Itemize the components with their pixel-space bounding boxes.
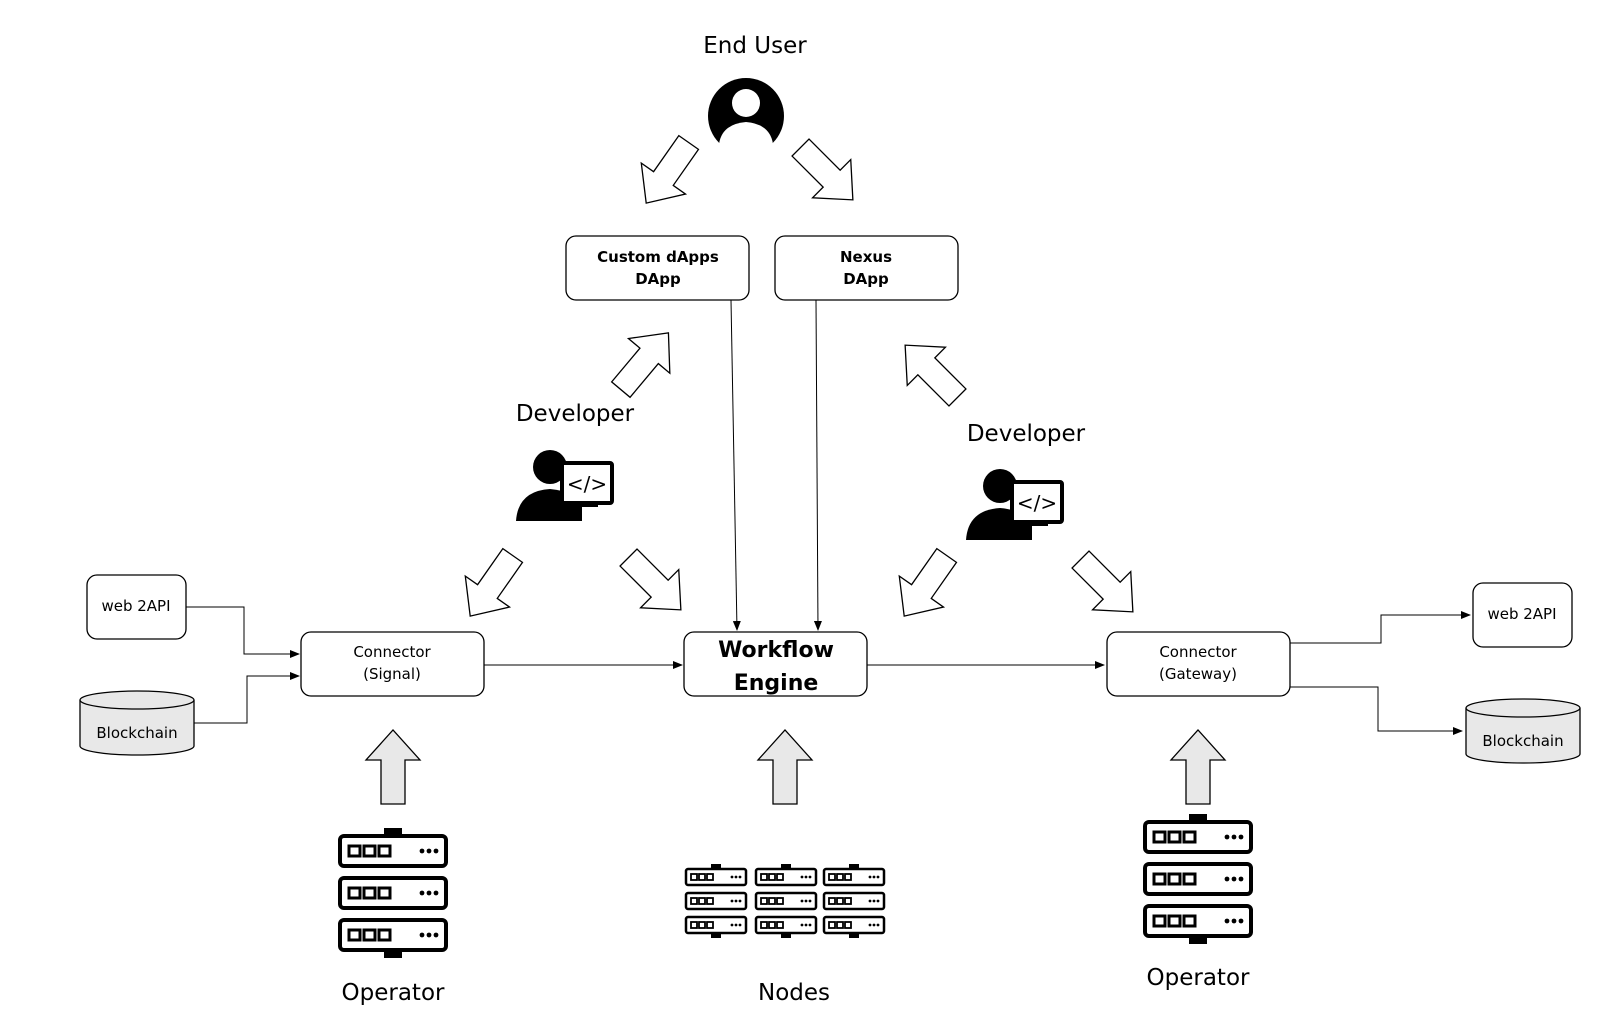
connector-gateway-subtitle: (Gateway)	[1159, 665, 1237, 683]
operator-left-label: Operator	[342, 980, 445, 1006]
connector-gateway-box: Connector (Gateway)	[1106, 631, 1291, 697]
connector-signal-subtitle: (Signal)	[363, 665, 421, 683]
end-user-label: End User	[703, 33, 807, 59]
line-nexus-to-workflow	[813, 299, 822, 631]
web2api-right-label: web 2API	[1487, 605, 1556, 623]
arrow-enduser-to-nexus-icon	[780, 127, 873, 220]
operator-left-server-icon	[340, 828, 446, 958]
arrow-operator-left-up-icon	[365, 729, 421, 805]
arrow-devleft-to-custom-dapps-icon	[599, 314, 690, 408]
developer-left-code-glyph: </>	[567, 472, 607, 496]
web2api-left-box: web 2API	[86, 574, 187, 640]
workflow-engine-box: Workflow Engine	[683, 631, 868, 697]
custom-dapps-box: Custom dApps DApp	[565, 235, 750, 301]
nodes-servers-icon	[686, 864, 884, 938]
web2api-left-label: web 2API	[101, 597, 170, 615]
blockchain-left-label: Blockchain	[96, 724, 177, 742]
blockchain-right-cylinder: Blockchain	[1465, 698, 1581, 764]
line-gateway-to-blockchain-right	[1290, 686, 1463, 735]
nexus-dapp-box: Nexus DApp	[774, 235, 959, 301]
operator-right-label: Operator	[1147, 965, 1250, 991]
nexus-title: Nexus	[840, 248, 892, 266]
arrow-enduser-to-custom-dapps-icon	[623, 126, 712, 220]
custom-dapps-subtitle: DApp	[635, 270, 681, 288]
custom-dapps-title: Custom dApps	[597, 248, 719, 266]
operator-right-server-icon	[1145, 814, 1251, 944]
nodes-label: Nodes	[758, 980, 830, 1006]
arrow-devright-to-workflow-icon	[881, 539, 970, 633]
developer-left-label: Developer	[516, 401, 635, 427]
workflow-engine-title: Workflow	[718, 638, 834, 663]
end-user-avatar-icon	[708, 78, 784, 156]
connector-signal-box: Connector (Signal)	[300, 631, 485, 697]
arrow-operator-right-up-icon	[1170, 729, 1226, 805]
workflow-engine-subtitle: Engine	[734, 671, 819, 696]
developer-right-code-glyph: </>	[1017, 491, 1057, 515]
line-blockchain-left-to-signal	[194, 672, 300, 724]
blockchain-right-label: Blockchain	[1482, 732, 1563, 750]
connector-gateway-title: Connector	[1159, 643, 1237, 661]
line-gateway-to-web2api-right	[1290, 611, 1471, 644]
arrow-devleft-to-workflow-icon	[608, 537, 701, 630]
developer-right-icon: </>	[964, 467, 1064, 542]
arrow-devright-to-gateway-icon	[1060, 539, 1153, 632]
web2api-right-box: web 2API	[1472, 582, 1573, 648]
arrow-nodes-up-icon	[757, 729, 813, 805]
connector-signal-title: Connector	[353, 643, 431, 661]
line-custom-dapps-to-workflow	[730, 299, 741, 631]
nexus-subtitle: DApp	[843, 270, 889, 288]
blockchain-left-cylinder: Blockchain	[79, 690, 195, 756]
line-web2api-left-to-signal	[186, 606, 300, 658]
arrow-devleft-to-signal-icon	[447, 539, 536, 633]
developer-left-icon: </>	[514, 448, 614, 523]
arrow-devright-to-nexus-icon	[885, 325, 978, 418]
developer-right-label: Developer	[967, 421, 1086, 447]
